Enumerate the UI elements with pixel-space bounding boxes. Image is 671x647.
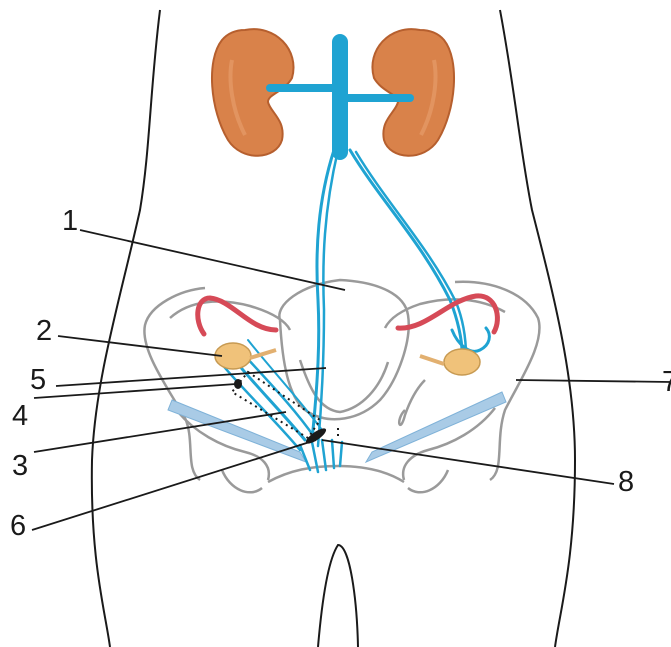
callout-2: 2 (36, 315, 52, 347)
kidney-left (212, 29, 294, 156)
callout-labels: 1 2 5 4 3 6 8 7 (10, 205, 671, 542)
leg-gap-contour (318, 545, 358, 647)
leader-1 (80, 230, 345, 290)
callout-6: 6 (10, 510, 26, 542)
ovarian-ligament-right (420, 356, 444, 364)
callout-5: 5 (30, 364, 46, 396)
obturator-left (222, 470, 262, 492)
callout-4: 4 (12, 400, 28, 432)
pubic-arch (268, 466, 404, 482)
right-ovarian-plexus (452, 328, 489, 351)
obturator-right (408, 470, 448, 492)
rectum (399, 380, 425, 425)
body-left-contour (92, 10, 160, 647)
callout-3: 3 (12, 450, 28, 482)
leader-6 (32, 440, 316, 530)
callout-1: 1 (62, 205, 78, 237)
ovarian-vein-right (350, 150, 462, 352)
kidney-right (372, 29, 454, 156)
tube-right (398, 296, 497, 332)
bladder-outline (279, 280, 408, 419)
callout-7: 7 (662, 366, 671, 398)
body-right-contour (500, 10, 575, 647)
ovary-right (444, 349, 480, 375)
pelvic-ligaments (168, 392, 506, 462)
ligament-right (366, 392, 506, 462)
callout-8: 8 (618, 466, 634, 498)
fallopian-tubes (198, 296, 498, 334)
ovarian-vein-left-b (318, 150, 338, 446)
leader-7 (516, 380, 671, 382)
leader-5 (56, 368, 326, 386)
leader-2 (58, 336, 222, 356)
